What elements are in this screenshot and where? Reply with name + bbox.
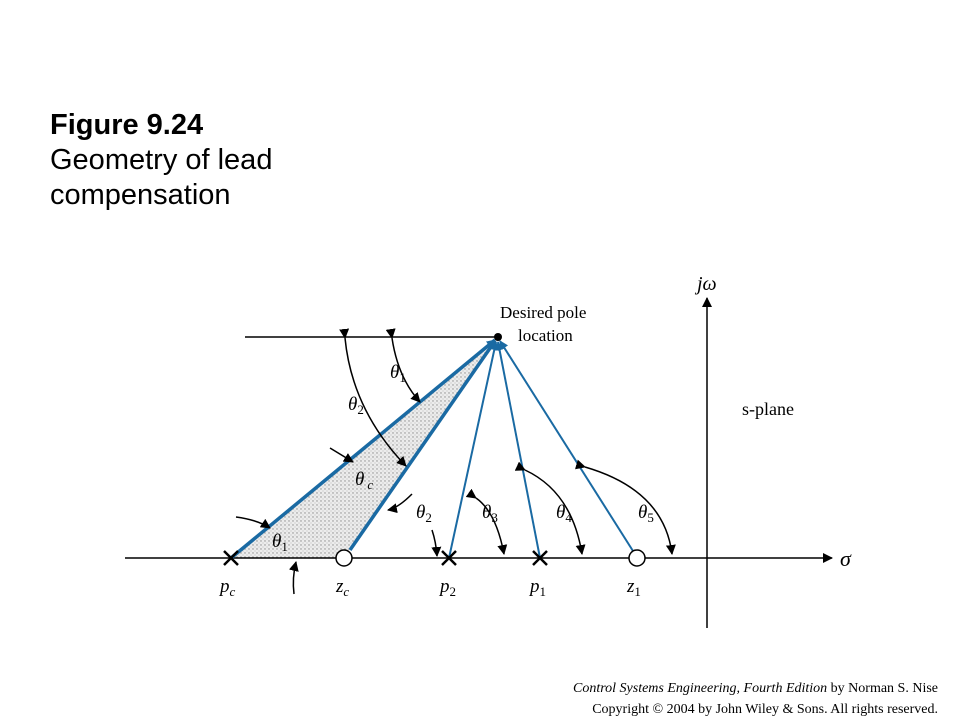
- zero-zc: [335, 549, 353, 567]
- label-p2: p2: [438, 576, 456, 599]
- vector-from-p1: [495, 341, 541, 559]
- arc-theta-c-pointer: [329, 447, 354, 463]
- arc-theta1-bottom: [235, 516, 271, 529]
- label-theta3: θ3: [482, 502, 498, 525]
- desired-pole-label-line2: location: [518, 326, 573, 345]
- desired-pole-label-line1: Desired pole: [500, 303, 586, 322]
- s-plane-label: s-plane: [742, 399, 794, 419]
- figure-caption-line2: compensation: [50, 179, 231, 211]
- real-axis-label: σ: [840, 546, 852, 571]
- arc-theta3: [465, 488, 508, 555]
- pole-pc: [223, 550, 239, 566]
- pole-p1: [532, 550, 548, 566]
- arc-theta2-top: [339, 328, 407, 467]
- imag-axis-label: jω: [694, 273, 717, 295]
- label-zc: zc: [335, 576, 349, 599]
- credit-line1: Control Systems Engineering, Fourth Edit…: [338, 678, 938, 699]
- label-theta5: θ5: [638, 502, 654, 525]
- figure-title: Figure 9.24 Geometry of lead compensatio…: [50, 108, 272, 213]
- zero-z1: [628, 549, 646, 567]
- arc-theta4: [514, 461, 586, 555]
- label-z1: z1: [626, 576, 641, 599]
- copyright-credit: Control Systems Engineering, Fourth Edit…: [338, 678, 938, 720]
- label-p1: p1: [528, 576, 546, 599]
- arc-theta2-lower: [431, 529, 442, 557]
- arc-theta1-bottom-lower: [288, 561, 299, 595]
- book-author: by Norman S. Nise: [827, 681, 938, 696]
- label-theta4: θ4: [556, 502, 572, 525]
- book-title: Control Systems Engineering, Fourth Edit…: [572, 681, 828, 696]
- label-theta2-bottom: θ2: [416, 502, 432, 525]
- vector-from-p2: [448, 341, 499, 559]
- label-pc: pc: [218, 576, 236, 599]
- label-theta1-top: θ1: [390, 362, 406, 385]
- vector-from-zc: [348, 340, 497, 551]
- arc-theta2-bottom: [387, 493, 413, 514]
- figure-number: Figure 9.24: [50, 109, 204, 141]
- desired-pole-dot: [494, 333, 502, 341]
- credit-line2: Copyright © 2004 by John Wiley & Sons. A…: [592, 702, 938, 717]
- figure-caption-line1: Geometry of lead: [50, 144, 273, 176]
- label-theta2-top: θ2: [348, 394, 364, 417]
- pole-p2: [441, 550, 457, 566]
- arc-theta5: [574, 459, 676, 555]
- label-theta1-bottom: θ1: [272, 531, 288, 554]
